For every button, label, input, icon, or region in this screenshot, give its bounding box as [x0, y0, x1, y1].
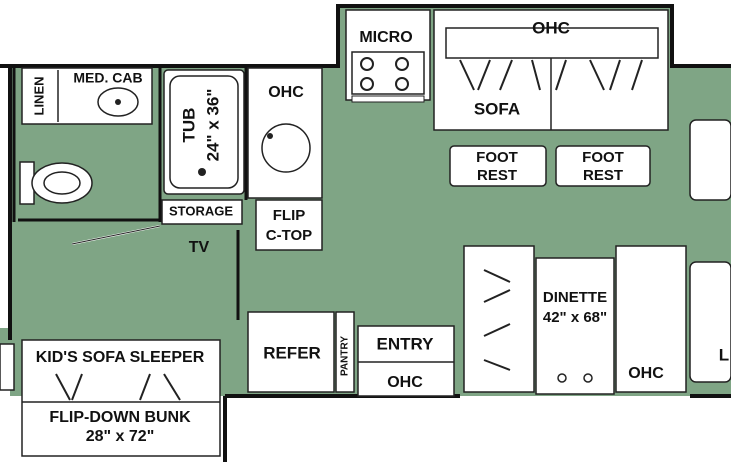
- entry-label: ENTRY: [377, 334, 435, 353]
- right-seat-bottom: [689, 261, 731, 383]
- tub-label-2: 24" x 36": [203, 89, 222, 162]
- microwave-stove: [345, 9, 431, 103]
- bunk-label-2: 28" x 72": [86, 428, 155, 445]
- labels: MICRO OHC SOFA FOOT REST FOOT REST LINEN…: [31, 18, 729, 445]
- right-seat-top: [689, 119, 731, 201]
- foot-rest-left-label-2: REST: [477, 167, 517, 184]
- ohc-entry-label: OHC: [387, 374, 423, 391]
- sofa-label: SOFA: [474, 99, 520, 118]
- sofa-top: [433, 9, 669, 131]
- toilet-bowl: [31, 162, 93, 204]
- flip-c-top: [255, 199, 323, 251]
- tub: [163, 69, 245, 195]
- kids-sofa-sleeper: [21, 339, 221, 457]
- cut-off-label: L: [719, 345, 729, 364]
- refer-label: REFER: [263, 343, 321, 362]
- flip-c-top-label-2: C-TOP: [266, 227, 312, 244]
- foot-rest-right-label-2: REST: [583, 167, 623, 184]
- tub-label-1: TUB: [179, 108, 198, 143]
- left-cabinet: [0, 343, 15, 391]
- pantry-label: PANTRY: [340, 336, 351, 376]
- foot-rest-right-label-1: FOOT: [582, 149, 624, 166]
- ohc-top-label: OHC: [532, 18, 570, 37]
- pantry: [335, 311, 355, 393]
- ohc-bath-label: OHC: [268, 84, 304, 101]
- foot-rest-right: [555, 145, 651, 187]
- tv-label: TV: [189, 239, 210, 256]
- dinette-label-1: DINETTE: [543, 289, 607, 306]
- linen-label: LINEN: [31, 77, 46, 116]
- interior-walls: [12, 66, 248, 320]
- bunk-label-1: FLIP-DOWN BUNK: [49, 409, 191, 426]
- med-cab-label: MED. CAB: [73, 70, 142, 86]
- bathroom: [19, 67, 161, 245]
- dinette-label-2: 42" x 68": [543, 309, 607, 326]
- foot-rest-left: [449, 145, 547, 187]
- entry-ohc: [357, 325, 455, 397]
- storage-label: STORAGE: [169, 203, 233, 218]
- foot-rest-left-label-1: FOOT: [476, 149, 518, 166]
- storage: [161, 199, 243, 225]
- micro-label: MICRO: [359, 29, 412, 46]
- dinette: [463, 245, 687, 395]
- flip-c-top-label-1: FLIP: [273, 207, 306, 224]
- vanity: [247, 67, 323, 199]
- refer: [247, 311, 335, 393]
- ohc-dinette-label: OHC: [628, 365, 664, 382]
- kids-sofa-label: KID'S SOFA SLEEPER: [36, 349, 205, 366]
